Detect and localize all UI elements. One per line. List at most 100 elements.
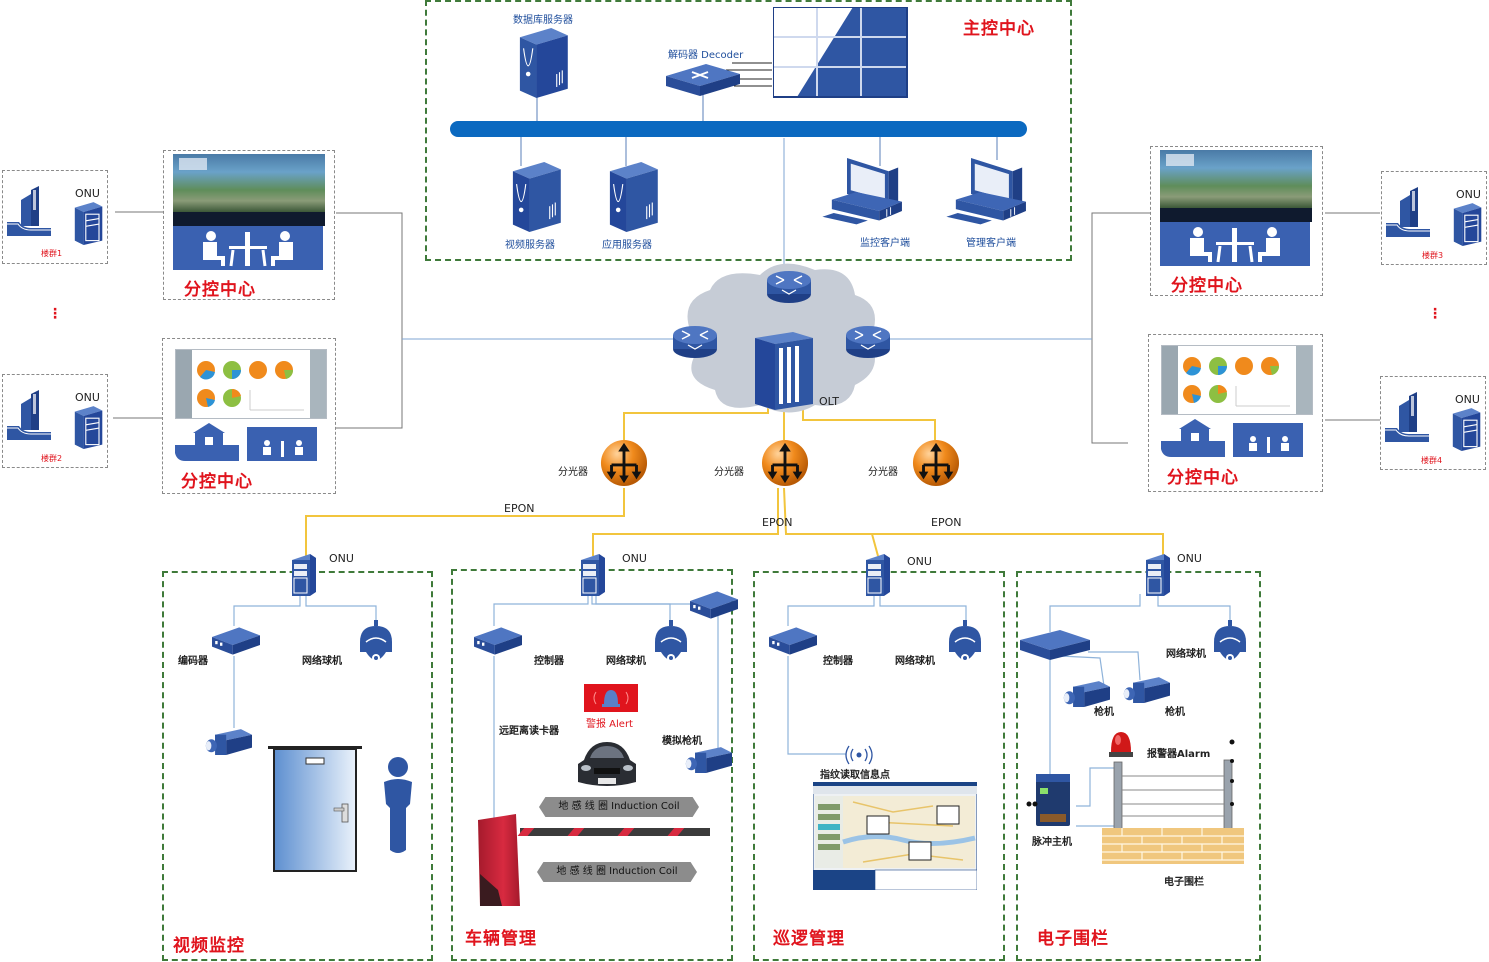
right-branch-links [1091,212,1380,444]
device-links [233,592,1231,827]
branch-center-title: 分控中心 [1167,468,1239,488]
building-icon [7,389,51,441]
building-and-meeting-icon [1161,419,1303,457]
branch-center-left-top: 分控中心 [163,150,335,300]
building-group-4: ONU 楼群4 [1380,376,1486,470]
gun-camera-icon-2 [1123,677,1170,703]
dome-camera-icon-patrol [948,620,982,663]
video-surveillance-title: 视频监控 [173,936,245,956]
admin-client-icon [945,158,1027,225]
video-wall-icon [773,7,908,98]
building-group-1: ONU 楼群1 [2,170,108,264]
left-branch-links [113,211,403,429]
controller-icon-vehicle [474,627,522,655]
controller-label-vehicle: 控制器 [534,656,564,667]
meeting-room-icon [1160,222,1310,266]
onu-label: ONU [75,187,100,200]
alert-label: 警报 Alert [586,719,633,730]
car-icon [578,742,636,786]
db-server-icon [519,28,569,98]
onu-icon [1452,407,1481,451]
branch-center-title: 分控中心 [1171,276,1243,296]
building-label: 楼群4 [1421,456,1443,465]
card-reader-label: 远距离读卡器 [499,726,559,737]
epon-label-1: EPON [504,502,535,515]
building-label: 楼群1 [41,249,63,258]
controller-label-patrol: 控制器 [823,656,853,667]
electronic-fence-box [1016,571,1261,961]
onu-icon [1453,202,1482,246]
patrol-map-screenshot [813,782,977,890]
splitter-icon-3 [912,439,960,487]
dome-camera-icon-fence [1213,620,1247,663]
dome-camera-label-vehicle: 网络球机 [606,656,646,667]
app-server-icon [609,162,659,232]
olt-icon [755,332,813,410]
nvr-icon [1020,630,1090,660]
encoder-label: 编码器 [178,656,208,667]
induction-coil-1: 地 感 线 圈 Induction Coil [539,797,699,817]
electric-fence-icon [1102,739,1244,864]
meeting-room-icon [173,226,323,270]
gun-camera-label-1: 枪机 [1094,707,1114,718]
monitor-client-icon [821,158,903,225]
splitter-label-2: 分光器 [714,467,744,478]
electronic-fence-title: 电子围栏 [1037,929,1109,949]
onu-label: ONU [75,391,100,404]
dome-camera-label-video: 网络球机 [302,656,342,667]
alarm-light-icon [1109,732,1133,757]
ellipsis-left: ⋮ [48,306,62,322]
dome-camera-icon-vehicle [654,620,688,663]
router-icon-right [845,325,891,359]
onu-icon [74,201,103,245]
induction-coil-2: 地 感 线 圈 Induction Coil [537,862,697,882]
door-icon [268,746,362,872]
onu-label-patrol: ONU [907,555,932,568]
branch-center-right-bottom: 分控中心 [1148,334,1323,492]
onu-icon-patrol [865,553,891,596]
onu-icon [74,405,103,449]
branch-center-right-top: 分控中心 [1150,146,1323,296]
campus-aerial-screenshot [1160,150,1312,222]
onu-label: ONU [1456,188,1481,201]
person-icon [384,757,412,853]
fence-label: 电子围栏 [1164,877,1204,888]
analog-camera-label: 模拟枪机 [662,736,702,747]
building-group-2: ONU 楼群2 [2,374,108,468]
onu-icon-fence [1145,553,1171,596]
building-icon [1386,186,1430,238]
main-control-center-box [425,0,1072,261]
campus-aerial-screenshot [173,154,325,226]
app-server-label: 应用服务器 [602,240,652,251]
gun-camera-label-2: 枪机 [1165,707,1185,718]
epon-label-2: EPON [762,516,793,529]
building-group-3: ONU 楼群3 [1381,171,1487,265]
router-icon-top [766,270,812,304]
pulse-host-label: 脉冲主机 [1032,837,1072,848]
building-label: 楼群2 [41,454,63,463]
db-server-label: 数据库服务器 [513,15,573,26]
monitor-client-label: 监控客户端 [860,238,910,249]
onu-label-video: ONU [329,552,354,565]
analog-camera-icon [685,747,732,773]
alert-bell-icon [584,684,638,712]
patrol-management-title: 巡逻管理 [773,929,845,949]
video-server-icon [512,162,562,232]
building-icon [7,185,51,237]
admin-client-label: 管理客户端 [966,238,1016,249]
wireless-signal-icon [845,745,873,765]
bus-drops [520,94,998,166]
barrier-gate-icon [478,814,710,906]
onu-icon-vehicle [580,553,606,596]
splitter-label-3: 分光器 [868,467,898,478]
onu-label: ONU [1455,393,1480,406]
alarm-label: 报警器Alarm [1147,749,1211,760]
main-bus [450,121,1027,137]
dome-camera-label-fence: 网络球机 [1166,649,1206,660]
router-icon-left [672,325,718,359]
gun-camera-icon-video [205,729,252,755]
branch-center-left-bottom: 分控中心 [162,338,336,494]
dome-camera-label-patrol: 网络球机 [895,656,935,667]
video-server-label: 视频服务器 [505,240,555,251]
decoder-wall-links [726,62,772,87]
